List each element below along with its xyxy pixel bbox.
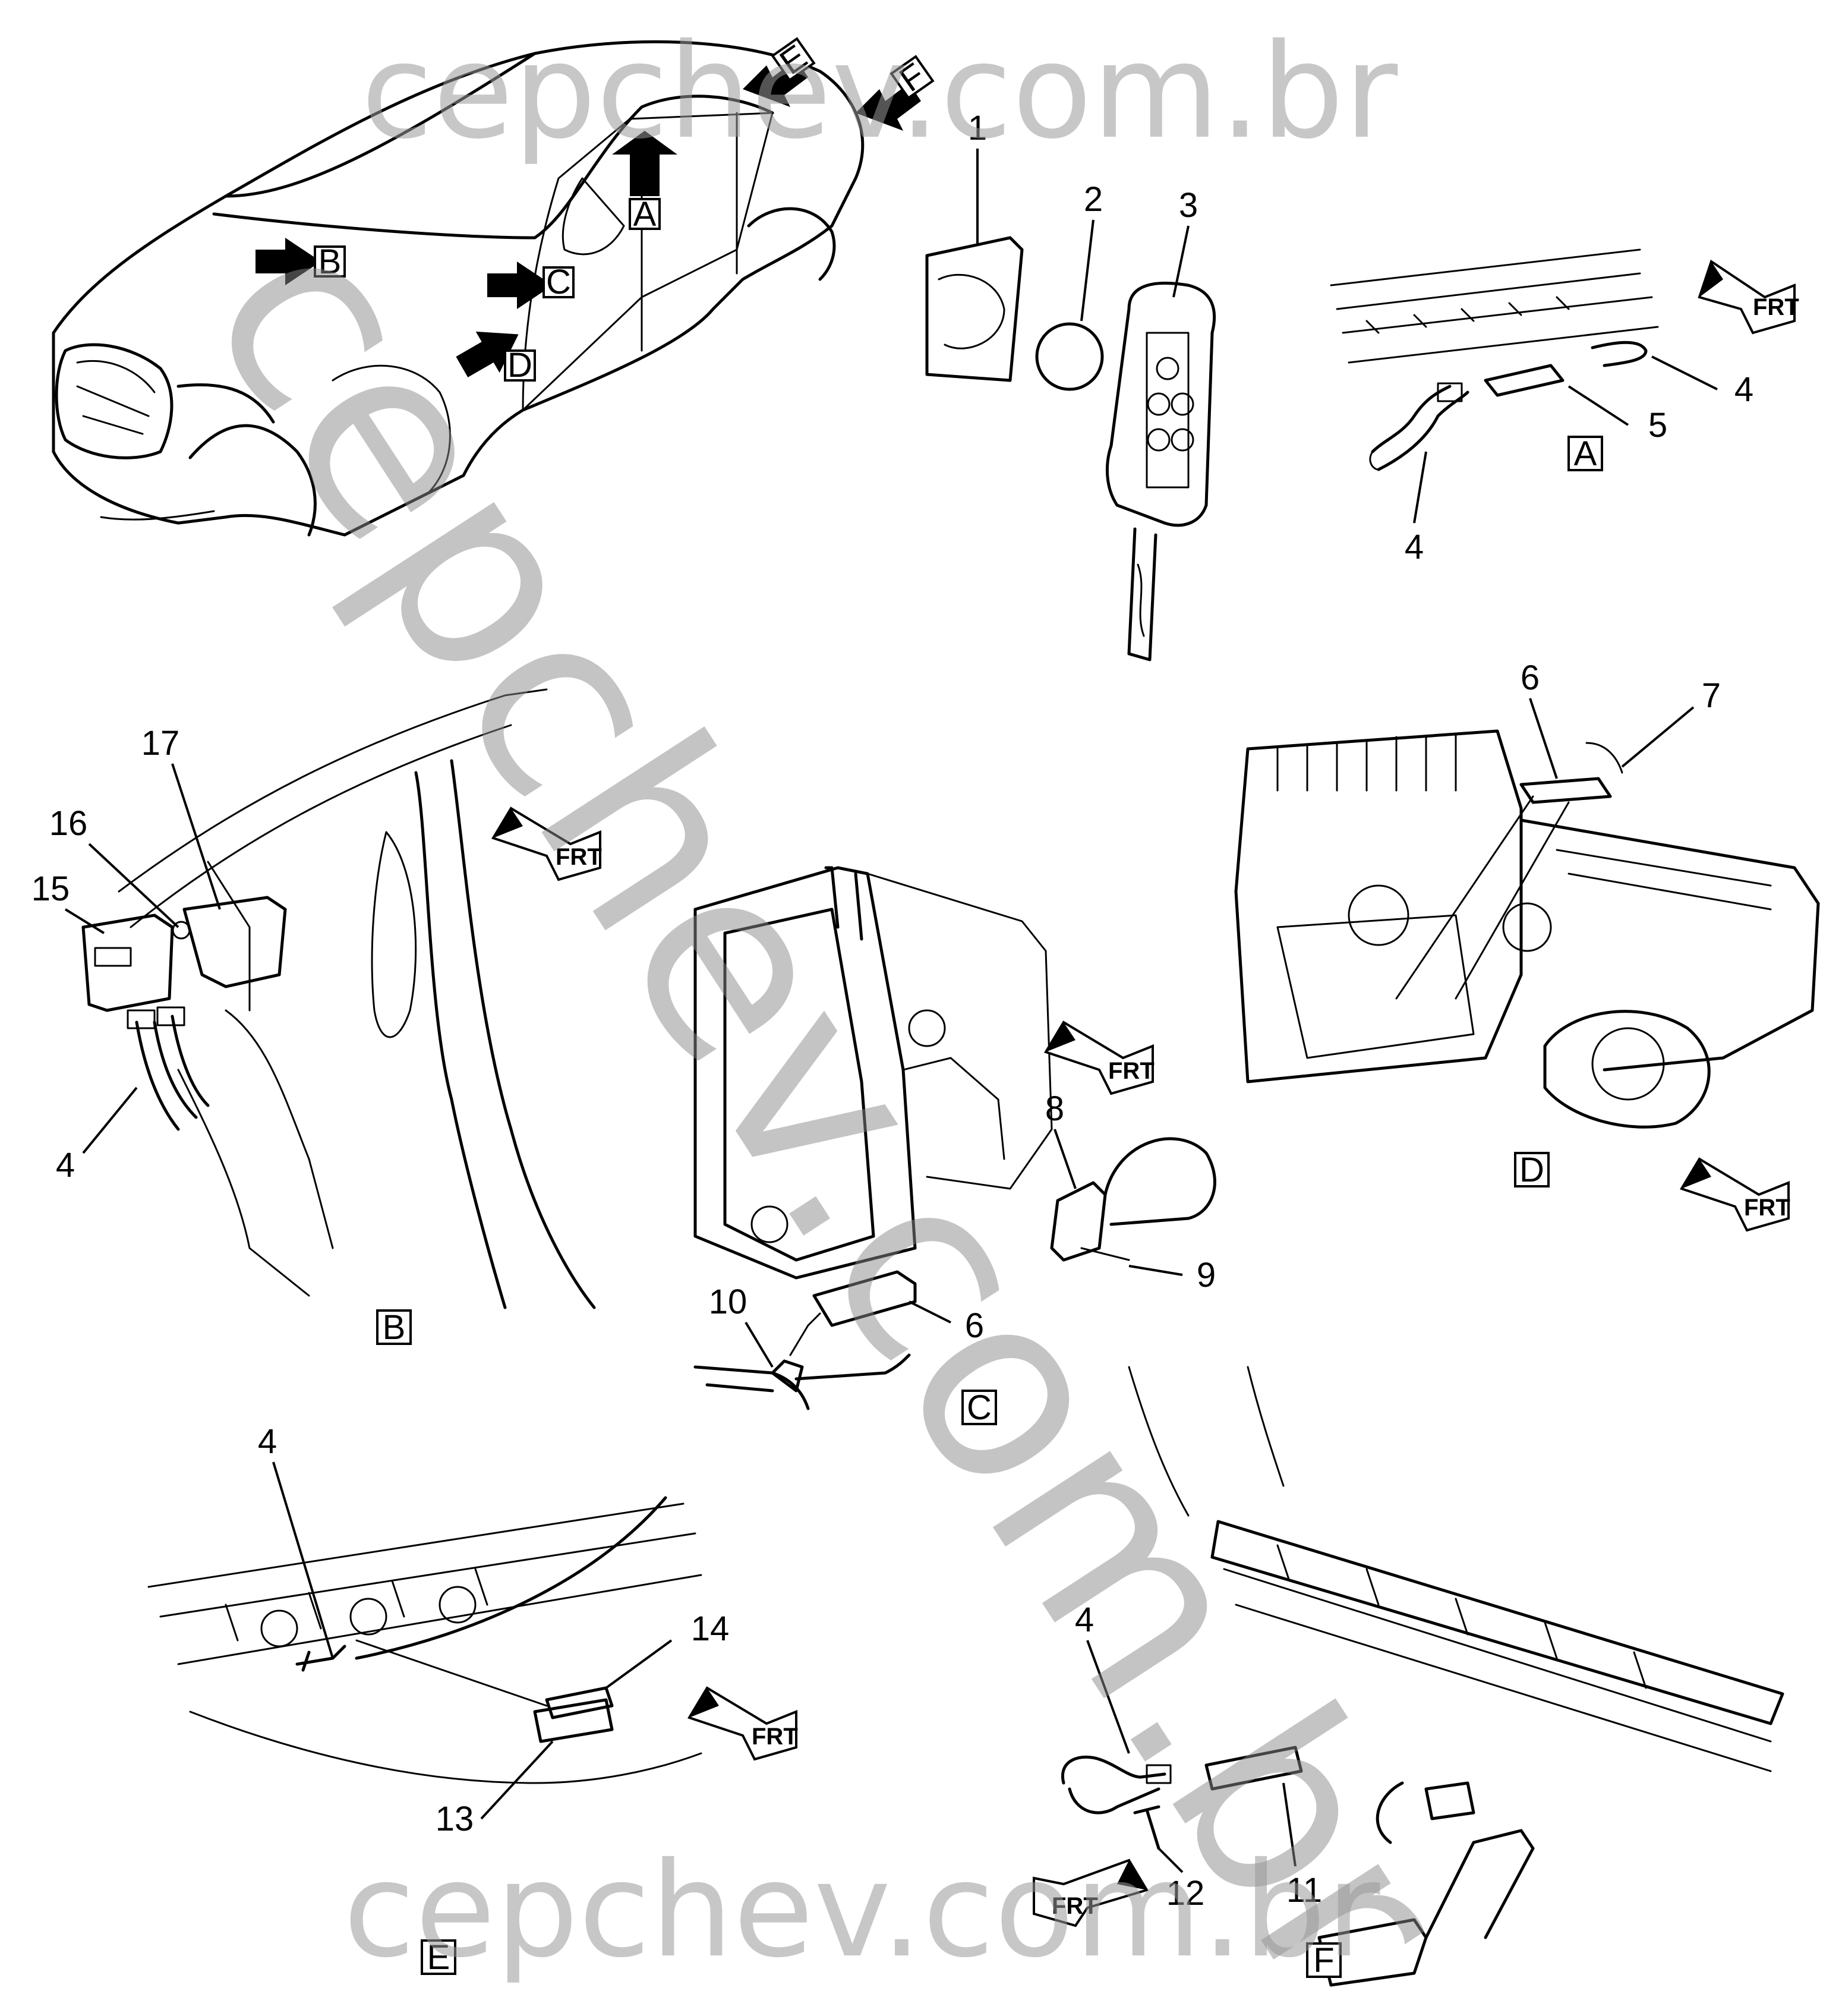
callout-17: 17 (141, 724, 221, 910)
view-d-label: D (1514, 1151, 1550, 1189)
svg-text:6: 6 (1521, 659, 1540, 697)
svg-text:4: 4 (258, 1422, 277, 1461)
callout-7: 7 (1621, 676, 1721, 768)
frt-arrow-b: FRT (491, 807, 602, 881)
frt-arrow-e: FRT (687, 1686, 798, 1761)
svg-text:B: B (318, 242, 342, 281)
svg-text:7: 7 (1702, 676, 1721, 715)
watermark-top: cepchev.com.br (361, 15, 1398, 168)
view-c-label: C (961, 1388, 997, 1427)
frt-arrow-a: FRT (1698, 259, 1799, 335)
callout-5: 5 (1567, 385, 1667, 445)
svg-text:16: 16 (49, 804, 88, 843)
svg-text:B: B (383, 1308, 406, 1347)
svg-text:F: F (1313, 1941, 1334, 1980)
view-f-drawing (1061, 1366, 1784, 1987)
watermark-diagonal: cepchev.com.br (151, 180, 1505, 2016)
svg-text:2: 2 (1084, 180, 1103, 219)
callout-12: 12 (1157, 1847, 1205, 1913)
vehicle-overview-drawing (52, 40, 865, 537)
view-arrow-d: D (456, 331, 536, 385)
view-e-label: E (421, 1938, 456, 1977)
frt-arrow-c: FRT (1044, 1020, 1155, 1095)
svg-text:4: 4 (1405, 528, 1424, 566)
view-a-drawing (1330, 248, 1659, 471)
callout-13: 13 (436, 1740, 554, 1838)
svg-text:FRT: FRT (1108, 1058, 1155, 1084)
svg-text:FRT: FRT (1753, 294, 1799, 320)
key-fob-drawing (925, 236, 1216, 662)
svg-text:4: 4 (1075, 1601, 1094, 1639)
svg-text:D: D (1519, 1151, 1544, 1189)
svg-text:15: 15 (31, 870, 70, 908)
view-b-label: B (376, 1308, 412, 1347)
svg-text:5: 5 (1648, 406, 1667, 445)
frt-arrow-d: FRT (1680, 1157, 1790, 1232)
callout-14: 14 (605, 1609, 730, 1689)
svg-text:FRT: FRT (556, 844, 602, 870)
svg-text:13: 13 (436, 1800, 474, 1838)
view-f-label: F (1306, 1941, 1342, 1980)
view-c-drawing (693, 866, 1216, 1410)
view-arrow-a: A (612, 131, 677, 234)
callout-2: 2 (1080, 180, 1103, 322)
svg-text:FRT: FRT (752, 1724, 798, 1750)
callout-9: 9 (1128, 1256, 1216, 1294)
callout-6-view-d: 6 (1521, 659, 1558, 779)
callout-4-view-e: 4 (258, 1422, 334, 1659)
view-d-drawing (1234, 729, 1820, 1129)
callout-8: 8 (1045, 1089, 1077, 1189)
callout-10: 10 (709, 1283, 774, 1368)
callout-4-view-a-left: 4 (1405, 451, 1427, 566)
callout-6-view-c: 6 (909, 1300, 984, 1345)
svg-text:E: E (427, 1938, 450, 1977)
frt-arrow-f: FRT (1033, 1858, 1149, 1927)
svg-text:3: 3 (1179, 186, 1198, 225)
svg-text:4: 4 (56, 1146, 75, 1185)
view-arrow-f: F (856, 55, 935, 131)
svg-text:1: 1 (968, 109, 987, 147)
svg-text:14: 14 (691, 1609, 730, 1648)
svg-text:6: 6 (965, 1306, 984, 1345)
svg-text:FRT: FRT (1744, 1195, 1790, 1221)
svg-text:10: 10 (709, 1283, 747, 1321)
svg-text:17: 17 (141, 724, 180, 763)
svg-text:A: A (633, 195, 657, 234)
watermark-bottom: cepchev.com.br (343, 1834, 1380, 1986)
callout-11: 11 (1282, 1782, 1322, 1910)
svg-text:D: D (507, 346, 532, 385)
callout-4-view-f: 4 (1075, 1601, 1130, 1754)
svg-text:A: A (1574, 434, 1597, 473)
callout-15: 15 (31, 870, 105, 934)
svg-text:C: C (967, 1388, 992, 1427)
svg-text:9: 9 (1197, 1256, 1216, 1294)
svg-text:12: 12 (1166, 1874, 1205, 1913)
callout-16: 16 (49, 804, 179, 928)
view-a-label: A (1567, 434, 1603, 473)
svg-text:4: 4 (1734, 370, 1753, 409)
callout-4-view-a-right: 4 (1651, 355, 1753, 409)
view-b-drawing (81, 688, 596, 1309)
callout-3: 3 (1172, 186, 1198, 298)
svg-text:FRT: FRT (1052, 1893, 1098, 1919)
view-arrow-b: B (256, 238, 346, 285)
svg-text:C: C (546, 263, 571, 301)
view-e-drawing (147, 1496, 702, 1784)
svg-text:8: 8 (1045, 1089, 1064, 1128)
svg-text:11: 11 (1286, 1871, 1322, 1910)
callout-1: 1 (968, 109, 987, 244)
view-arrow-c: C (487, 262, 575, 309)
callout-4-view-b: 4 (56, 1086, 138, 1185)
